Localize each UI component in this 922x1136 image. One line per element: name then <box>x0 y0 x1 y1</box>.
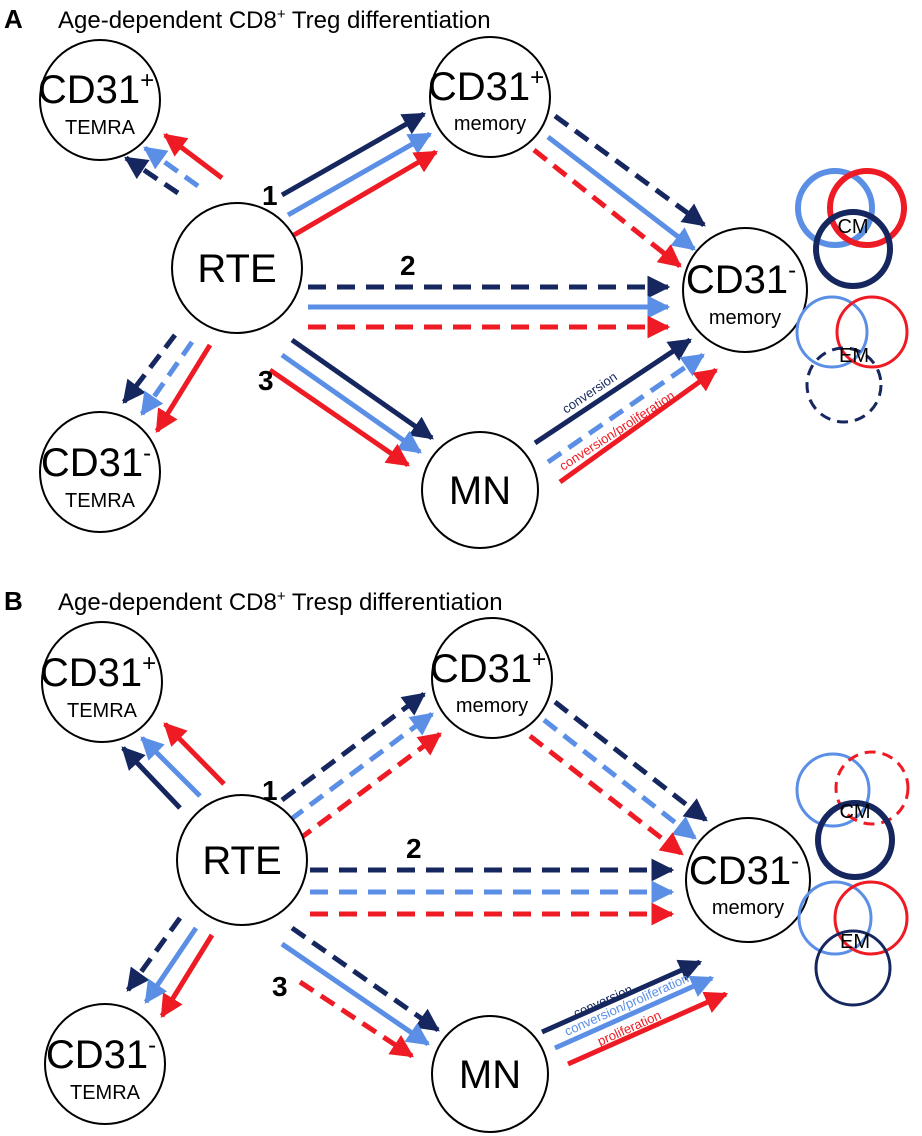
arrow-dark-rte-to-cd31n-temra <box>122 333 177 404</box>
svg-text:CD31-: CD31- <box>46 1032 156 1077</box>
arrow-dark-mn-to-cd31n-memory <box>540 959 703 1035</box>
path-number-1: 1 <box>262 775 278 806</box>
node-rte: RTE <box>176 794 308 926</box>
svg-text:CD31+: CD31+ <box>430 646 546 691</box>
arrow-light-rte-to-cd31p-temra <box>140 736 202 798</box>
cm-indicator: CM <box>795 750 910 880</box>
arrow-red-rte-to-cd31n-temra <box>154 343 213 433</box>
node-rte: RTE <box>171 202 303 334</box>
arrow-light-rte-to-cd31p-memory <box>288 711 434 823</box>
svg-text:TEMRA: TEMRA <box>65 117 136 139</box>
svg-text:CD31-: CD31- <box>686 257 796 302</box>
cm-label: CM <box>839 801 870 823</box>
svg-text:TEMRA: TEMRA <box>67 700 138 722</box>
svg-text:TEMRA: TEMRA <box>70 1082 141 1104</box>
svg-text:memory: memory <box>454 113 526 135</box>
arrow-light-rte-to-cd31p-temra <box>143 145 200 189</box>
path-number-3: 3 <box>272 971 288 1002</box>
em-indicator: EM <box>797 880 909 1007</box>
svg-text:TEMRA: TEMRA <box>65 490 136 512</box>
arrows <box>122 111 718 485</box>
arrow-light-mn-to-cd31n-memory <box>553 975 715 1051</box>
node-cd31p-temra: CD31+ TEMRA <box>40 621 163 743</box>
arrow-red-rte-to-cd31p-memory <box>296 731 442 843</box>
panel-letter: A <box>4 4 23 34</box>
arrow-dark-rte-to-cd31n-temra <box>125 916 183 992</box>
path-number-2: 2 <box>406 833 422 864</box>
svg-text:memory: memory <box>456 695 528 717</box>
svg-text:MN: MN <box>449 469 511 513</box>
arrow-dark-rte-to-cd31p-memory <box>280 691 426 803</box>
arrow-red-cd31p-memory-to-cd31n-memory <box>532 148 682 268</box>
node-cd31p-memory: CD31+ memory <box>430 617 553 739</box>
arrow-dark-rte-to-cd31p-temra <box>121 746 182 810</box>
arrow-light-rte-to-mn <box>280 352 422 455</box>
em-label: EM <box>840 931 870 953</box>
arrow-red-mn-to-cd31n-memory <box>558 367 718 485</box>
svg-text:CD31-: CD31- <box>41 440 151 485</box>
arrow-light-rte-to-mn <box>280 941 430 1047</box>
node-cd31p-memory: CD31+ memory <box>428 36 551 158</box>
svg-text:MN: MN <box>459 1053 521 1097</box>
node-cd31n-temra: CD31- TEMRA <box>44 1003 166 1125</box>
path-number-2: 2 <box>400 250 416 281</box>
arrow-red-rte-to-cd31p-temra <box>163 133 224 180</box>
em-indicator: EM <box>795 295 909 424</box>
node-cd31p-temra: CD31+ TEMRA <box>38 39 161 161</box>
svg-text:RTE: RTE <box>202 839 281 883</box>
arrow-dark-rte-to-cd31p-temra <box>124 155 180 196</box>
arrow-red-rte-to-mn <box>268 367 410 468</box>
svg-text:memory: memory <box>709 307 781 329</box>
arrow-red-rte-to-cd31p-temra <box>163 722 226 786</box>
svg-text:CD31+: CD31+ <box>428 64 544 109</box>
node-cd31n-temra: CD31- TEMRA <box>39 411 161 533</box>
node-cd31n-memory: CD31- memory <box>682 227 808 353</box>
arrow-dark-rte-to-mn <box>290 337 434 441</box>
arrow-light-rte-to-cd31p-memory <box>286 131 432 218</box>
arrow-dark-cd31p-memory-to-cd31n-memory <box>553 700 708 822</box>
arrow-dark-cd31p-memory-to-cd31n-memory <box>553 113 706 228</box>
node-mn: MN <box>431 1015 549 1133</box>
arrow-dark-mn-to-cd31n-memory <box>533 337 692 446</box>
arrow-red-rte-to-cd31p-memory <box>292 149 438 238</box>
arrow-light-rte-to-cd31n-temra <box>139 340 195 416</box>
arrow-light-cd31p-memory-to-cd31n-memory <box>546 135 696 251</box>
arrow-red-cd31p-memory-to-cd31n-memory <box>528 734 684 856</box>
panel-letter: B <box>4 586 23 616</box>
svg-text:RTE: RTE <box>197 247 276 291</box>
arrow-dark-rte-to-cd31p-memory <box>280 111 426 198</box>
arrow-light-rte-to-cd31n-temra <box>143 926 199 1004</box>
panel-b: B Age-dependent CD8+ Tresp differentiati… <box>4 586 910 1133</box>
svg-text:CD31-: CD31- <box>689 848 799 893</box>
arrow-light-mn-to-cd31n-memory <box>546 352 705 465</box>
arrow-dark-rte-to-mn <box>290 925 440 1033</box>
arrow-red-rte-to-mn <box>298 979 414 1059</box>
svg-text:memory: memory <box>712 897 784 919</box>
svg-text:CD31+: CD31+ <box>40 650 156 695</box>
panel-a: A Age-dependent CD8+ Treg differentiatio… <box>4 4 909 549</box>
arrows <box>121 691 729 1067</box>
arrow-light-cd31p-memory-to-cd31n-memory <box>542 718 697 840</box>
cm-indicator: CM <box>795 168 907 289</box>
node-mn: MN <box>421 431 539 549</box>
svg-text:CD31+: CD31+ <box>38 67 154 112</box>
path-number-1: 1 <box>262 180 278 211</box>
arrow-red-rte-to-cd31n-temra <box>159 933 215 1018</box>
em-label: EM <box>839 345 869 367</box>
panel-title: Age-dependent CD8+ Treg differentiation <box>58 6 491 34</box>
node-cd31n-memory: CD31- memory <box>685 817 811 943</box>
path-number-3: 3 <box>258 365 274 396</box>
panel-title: Age-dependent CD8+ Tresp differentiation <box>58 588 503 616</box>
cm-label: CM <box>837 216 868 238</box>
arrow-red-mn-to-cd31n-memory <box>566 991 729 1067</box>
